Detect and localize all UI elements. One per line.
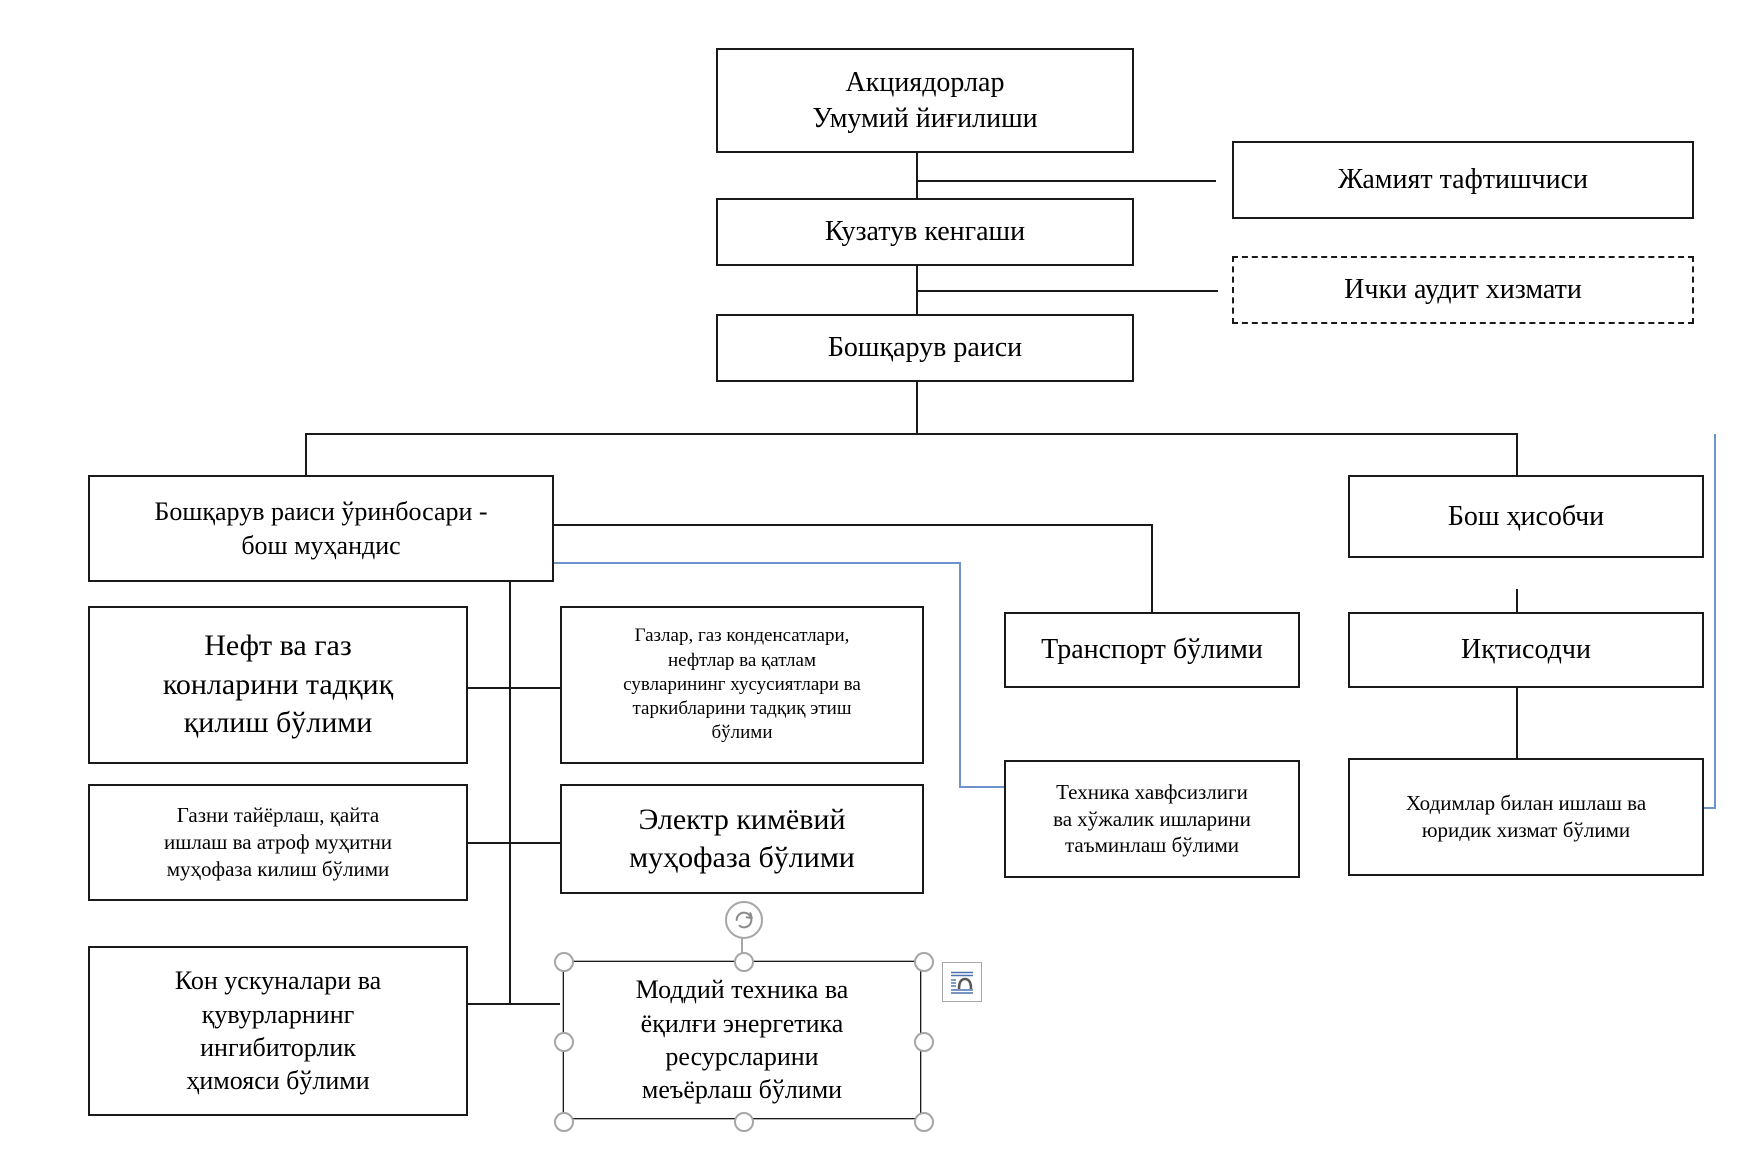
node-hr-legal-dept[interactable]: Ходимлар билан ишлаш ва юридик хизмат бў… xyxy=(1348,758,1704,876)
resize-handle-top-left[interactable] xyxy=(554,952,574,972)
node-chairman-label: Бошқарув раиси xyxy=(827,332,1023,364)
node-shareholders-meeting[interactable]: Акциядорлар Умумий йиғилиши xyxy=(716,48,1134,153)
resize-handle-bottom-right[interactable] xyxy=(914,1112,934,1132)
node-supervisory-board[interactable]: Кузатув кенгаши xyxy=(716,198,1134,266)
connector-blue-deputy-out xyxy=(553,562,960,564)
connector-blue-right-vertical xyxy=(1714,434,1716,808)
node-gas-prep-env-label: Газни тайёрлаш, қайта ишлаш ва атроф муҳ… xyxy=(163,803,393,881)
node-company-auditor-label: Жамият тафтишчиси xyxy=(1337,164,1589,196)
node-oil-gas-research[interactable]: Нефт ва газ конларини тадқиқ қилиш бўлим… xyxy=(88,606,468,764)
rotate-stem xyxy=(741,918,743,962)
node-supervisory-board-label: Кузатув кенгаши xyxy=(824,216,1026,248)
node-company-auditor[interactable]: Жамият тафтишчиси xyxy=(1232,141,1694,219)
connector-deputy-spine xyxy=(509,581,511,1004)
connector-gasprep-branch xyxy=(467,842,560,844)
node-hr-legal-dept-label: Ходимлар билан ишлаш ва юридик хизмат бў… xyxy=(1405,791,1647,842)
node-shareholders-meeting-label: Акциядорлар Умумий йиғилиши xyxy=(812,66,1038,134)
node-chief-accountant[interactable]: Бош ҳисобчи xyxy=(1348,475,1704,558)
connector-mine-branch xyxy=(467,1003,560,1005)
node-chief-accountant-label: Бош ҳисобчи xyxy=(1447,500,1605,532)
node-material-energy-norms[interactable]: Моддий техника ва ёқилғи энергетика ресу… xyxy=(562,960,922,1120)
node-electrochemical-protection[interactable]: Электр кимёвий муҳофаза бўлими xyxy=(560,784,924,894)
resize-handle-bottom-left[interactable] xyxy=(554,1112,574,1132)
connector-main-bus xyxy=(305,433,1518,435)
connector-auditor-link xyxy=(916,180,1216,182)
node-economist-label: Иқтисодчи xyxy=(1461,634,1591,666)
connector-deputy-to-transport-v xyxy=(1151,524,1153,612)
connector-blue-into-safety xyxy=(959,786,1004,788)
node-transport-dept-label: Транспорт бўлими xyxy=(1041,634,1263,666)
connector-shareholders-to-board xyxy=(916,152,918,200)
node-internal-audit-label: Ички аудит хизмати xyxy=(1344,274,1582,306)
node-gas-condensate-lab[interactable]: Газлар, газ конденсатлари, нефтлар ва қа… xyxy=(560,606,924,764)
connector-economist-to-hr xyxy=(1516,688,1518,758)
connector-oilgas-branch xyxy=(467,687,560,689)
node-deputy-chief-engineer-label: Бошқарув раиси ўринбосари - бош муҳандис xyxy=(154,497,488,560)
node-mine-equipment-inhibitor-label: Кон ускуналари ва қувурларнинг ингибитор… xyxy=(174,966,382,1096)
connector-blue-middle-vertical xyxy=(959,562,961,787)
resize-handle-middle-left[interactable] xyxy=(554,1032,574,1052)
node-chairman[interactable]: Бошқарув раиси xyxy=(716,314,1134,382)
node-economist[interactable]: Иқтисодчи xyxy=(1348,612,1704,688)
node-internal-audit[interactable]: Ички аудит хизмати xyxy=(1232,256,1694,324)
node-oil-gas-research-label: Нефт ва газ конларини тадқиқ қилиш бўлим… xyxy=(162,629,394,740)
node-gas-condensate-lab-label: Газлар, газ конденсатлари, нефтлар ва қа… xyxy=(623,625,861,744)
node-safety-dept-label: Техника хавфсизлиги ва хўжалик ишларини … xyxy=(1053,779,1251,858)
connector-deputy-to-transport-h xyxy=(553,524,1153,526)
node-gas-prep-env[interactable]: Газни тайёрлаш, қайта ишлаш ва атроф муҳ… xyxy=(88,784,468,901)
node-deputy-chief-engineer[interactable]: Бошқарув раиси ўринбосари - бош муҳандис xyxy=(88,475,554,582)
resize-handle-middle-right[interactable] xyxy=(914,1032,934,1052)
connector-internal-audit-link xyxy=(916,290,1218,292)
connector-chairman-down xyxy=(916,368,918,434)
node-transport-dept[interactable]: Транспорт бўлими xyxy=(1004,612,1300,688)
connector-accountant-to-economist xyxy=(1516,589,1518,612)
node-mine-equipment-inhibitor[interactable]: Кон ускуналари ва қувурларнинг ингибитор… xyxy=(88,946,468,1116)
connector-bus-to-chief-accountant xyxy=(1516,433,1518,475)
resize-handle-bottom-center[interactable] xyxy=(734,1112,754,1132)
connector-bus-to-deputy xyxy=(305,433,307,475)
node-electrochemical-protection-label: Электр кимёвий муҳофаза бўлими xyxy=(629,802,855,874)
node-material-energy-norms-label: Моддий техника ва ёқилғи энергетика ресу… xyxy=(635,975,849,1105)
resize-handle-top-right[interactable] xyxy=(914,952,934,972)
rotate-icon[interactable] xyxy=(725,901,763,939)
resize-handle-top-center[interactable] xyxy=(734,952,754,972)
layout-options-icon[interactable] xyxy=(942,962,982,1002)
node-safety-dept[interactable]: Техника хавфсизлиги ва хўжалик ишларини … xyxy=(1004,760,1300,878)
